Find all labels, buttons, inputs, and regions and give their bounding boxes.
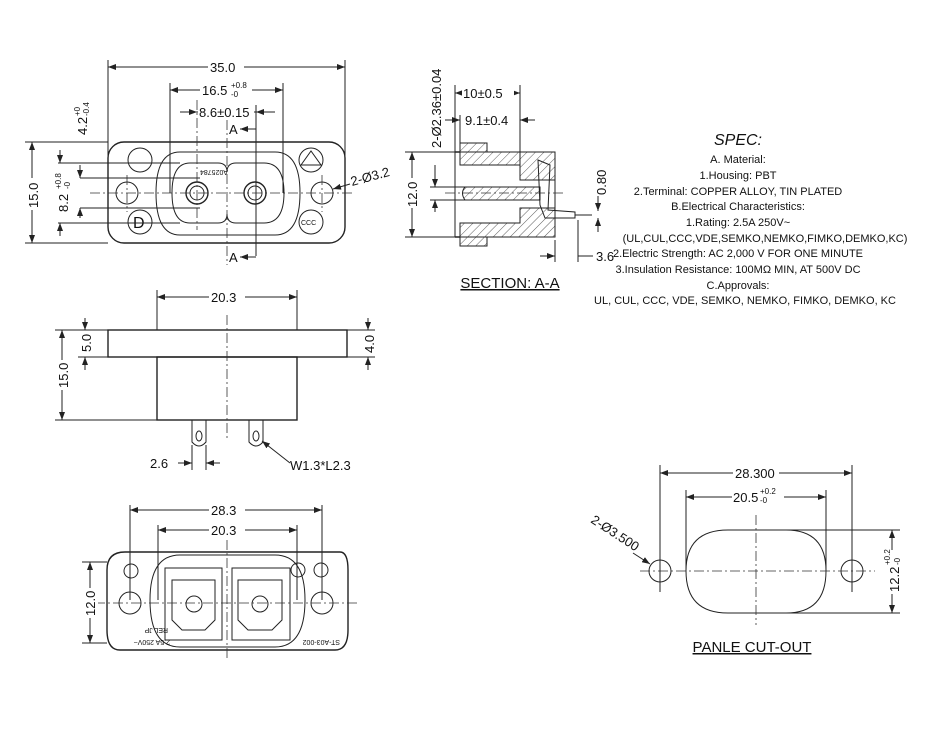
svg-text:CCC: CCC: [301, 220, 316, 227]
spec-block: SPEC: A. Material: 1.Housing: PBT 2.Term…: [594, 132, 907, 307]
svg-text:+0.8: +0.8: [231, 81, 247, 90]
dim-flange-right: 4.0: [362, 335, 377, 353]
ground-symbol-icon: [123, 563, 139, 579]
svg-text:-0: -0: [760, 496, 768, 505]
svg-text:+0.2: +0.2: [883, 549, 892, 565]
socket-cavity: [171, 162, 285, 224]
dim-tail: 3.6: [596, 249, 614, 264]
dim-inner-depth: 9.1±0.4: [465, 113, 508, 128]
dim-side-width: 20.3: [211, 290, 236, 305]
svg-text:+0.2: +0.2: [760, 487, 776, 496]
spec-line: 1.Rating: 2.5A 250V~: [686, 217, 790, 229]
marking-rel: REL JP: [144, 626, 168, 633]
dim-cutout-height: 12.2: [887, 567, 902, 592]
dim-terminal-thickness: 0.80: [594, 170, 609, 195]
cutout-title: PANLE CUT-OUT: [693, 639, 812, 656]
spec-line: B.Electrical Characteristics:: [671, 201, 805, 213]
flange: [107, 329, 348, 358]
top-view: D CCC A025784 35.0 16.5 +0.8 -0 8.6±0.15: [24, 59, 391, 265]
dim-flange: 5.0: [79, 334, 94, 352]
dim-bottom-width: 20.3: [211, 523, 236, 538]
dim-pin-pitch: 8.6±0.15: [199, 105, 250, 120]
section-mark-bottom: A: [229, 250, 238, 265]
spec-line: 1.Housing: PBT: [699, 170, 776, 182]
terminal-left: [185, 595, 203, 613]
panel-cutout: 28.300 20.5 +0.2 -0 12.2 +0.2 -0 2-Ø3.50…: [588, 465, 902, 656]
svg-text:-0: -0: [63, 181, 72, 189]
dim-cutout-width: 20.5: [733, 490, 758, 505]
dim-bottom-height: 12.0: [83, 591, 98, 616]
svg-text:-0: -0: [231, 90, 239, 99]
spec-line: UL, CUL, CCC, VDE, SEMKO, NEMKO, FIMKO, …: [594, 295, 896, 307]
dim-offset-4-2: 4.2: [75, 117, 90, 135]
nemko-logo-icon: [290, 562, 306, 578]
spec-line: (UL,CUL,CCC,VDE,SEMKO,NEMKO,FIMKO,DEMKO,…: [623, 233, 908, 245]
dim-pin-diameter: 2-Ø2.36±0.04: [429, 69, 444, 148]
section-title: SECTION: A-A: [460, 275, 559, 292]
section-view: 10±0.5 9.1±0.4 2-Ø2.36±0.04 12.0 0.80 3.…: [404, 69, 614, 292]
dim-cutout-pitch: 28.300: [735, 466, 775, 481]
spec-line: C.Approvals:: [707, 280, 770, 292]
spec-line: 2.Electric Strength: AC 2,000 V FOR ONE …: [613, 248, 863, 260]
bottom-view: 2.5A 250V~ REL JP ST-A03-002 28.3 20.3 1…: [82, 502, 360, 660]
spec-line: 2.Terminal: COPPER ALLOY, TIN PLATED: [634, 186, 843, 198]
approval-logo-demko-icon: [127, 209, 153, 235]
dim-section-height: 12.0: [405, 182, 420, 207]
svg-text:+0.8: +0.8: [54, 173, 63, 189]
svg-text:-0.4: -0.4: [82, 102, 91, 116]
dim-holes-3-2: 2-Ø3.2: [349, 164, 391, 189]
approval-logo-ul-icon: [127, 147, 153, 173]
dim-inner-16-5: 16.5: [202, 83, 227, 98]
housing-outline-back: [106, 551, 349, 651]
part-marking: A025784: [200, 168, 228, 175]
side-view: 20.3 5.0 15.0 4.0 2.6 W1.3*L2.3: [54, 289, 377, 473]
marking-rating: 2.5A 250V~: [134, 638, 170, 645]
section-mark-top: A: [229, 122, 238, 137]
spec-line: 3.Insulation Resistance: 100MΩ MIN, AT 5…: [615, 264, 860, 276]
dim-side-height: 15.0: [56, 363, 71, 388]
approval-logo-fimko-icon: [298, 147, 324, 173]
socket-outline: [155, 151, 301, 236]
dim-height-15: 15.0: [26, 183, 41, 208]
dim-bottom-pitch: 28.3: [211, 503, 236, 518]
svg-text:-0: -0: [893, 557, 902, 565]
dim-cutout-holes: 2-Ø3.500: [588, 512, 642, 554]
dim-depth: 10±0.5: [463, 86, 503, 101]
svg-text:+0: +0: [73, 106, 82, 116]
semko-logo-icon: [313, 562, 329, 578]
dim-inner-height: 8.2: [56, 194, 71, 212]
terminal-right: [251, 595, 269, 613]
approval-logo-ccc-icon: [298, 209, 324, 235]
dim-pin-size: W1.3*L2.3: [290, 458, 351, 473]
dim-pin-offset: 2.6: [150, 456, 168, 471]
housing-outline: [107, 141, 346, 244]
spec-line: A. Material:: [710, 154, 766, 166]
spec-heading: SPEC:: [714, 132, 762, 149]
marking-part: ST-A03-002: [303, 638, 340, 645]
dim-width-35: 35.0: [210, 60, 235, 75]
